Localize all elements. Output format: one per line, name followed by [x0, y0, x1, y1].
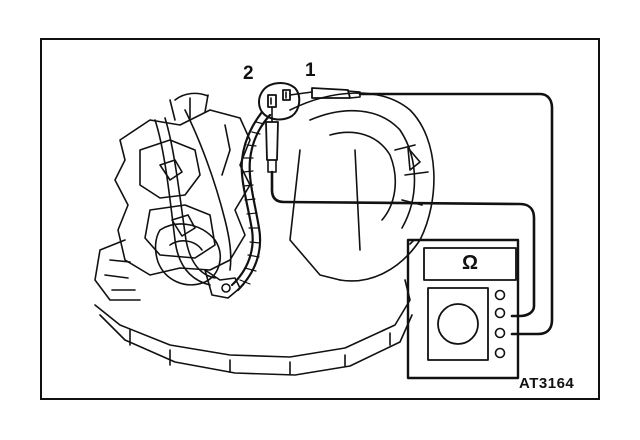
wire-harness [230, 110, 272, 292]
test-lead-2 [270, 170, 536, 318]
test-lead-1 [358, 92, 554, 336]
ohm-symbol: Ω [461, 252, 479, 274]
oil-pan [94, 279, 413, 376]
bell-housing [289, 92, 435, 282]
figure-frame [40, 38, 600, 400]
sensor-connector [258, 82, 301, 121]
terminal-1-label: 1 [305, 60, 316, 81]
multimeter [406, 238, 520, 380]
wire-harness-stripes [239, 121, 265, 285]
transmission-housing [94, 92, 251, 301]
figure-code: AT3164 [519, 375, 575, 392]
shift-cable [154, 109, 232, 286]
terminal-2-label: 2 [243, 63, 254, 84]
